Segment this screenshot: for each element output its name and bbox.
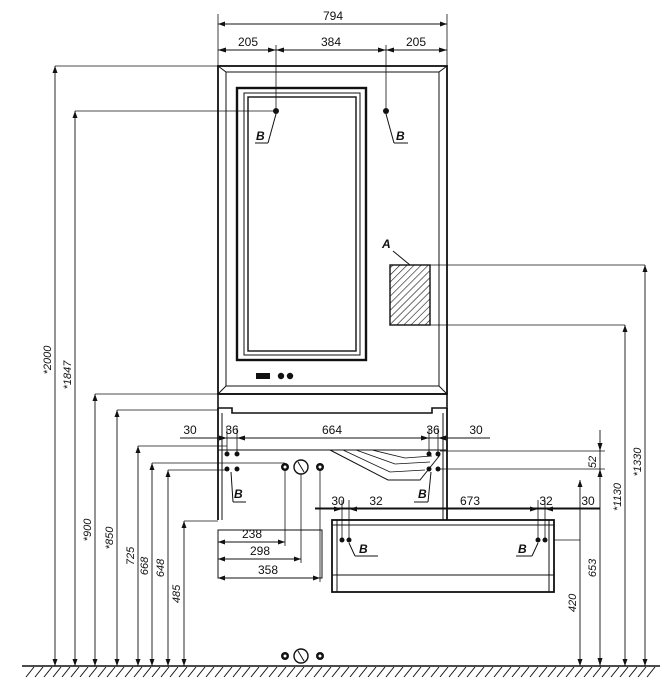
- dim-height-52: 52: [587, 456, 599, 468]
- label-b-drawer-right: B: [518, 542, 527, 556]
- dim-pipe-358: 358: [258, 563, 278, 577]
- pipe-dimension-lines: [218, 471, 321, 582]
- dim-drawer-left-spacing: 32: [369, 494, 383, 508]
- right-vertical-dimension-lines: [430, 264, 648, 666]
- floor: [22, 665, 660, 678]
- label-b-mirror-left: B: [256, 129, 265, 143]
- dim-cabinet-left-spacing: 36: [225, 423, 239, 437]
- mirror-mount-right: B: [383, 108, 408, 144]
- socket-area: A: [381, 237, 431, 326]
- label-b-cabinet-left: B: [234, 487, 243, 501]
- mirror-mount-left: B: [255, 108, 279, 144]
- mirror: [235, 86, 368, 362]
- drawer-mount-left: B: [339, 537, 378, 557]
- label-a: A: [381, 237, 391, 251]
- cabinet-mount-right: B: [414, 451, 441, 503]
- dim-pipe-238: 238: [242, 527, 262, 541]
- label-b-cabinet-right: B: [418, 487, 427, 501]
- dim-drawer-right-spacing: 32: [539, 494, 553, 508]
- floor-water-connections: [281, 648, 324, 664]
- dim-overall-width: 794: [323, 9, 343, 23]
- top-dimension-lines: [217, 14, 448, 108]
- dim-height-668: 668: [139, 556, 151, 575]
- dim-height-2000: *2000: [42, 345, 54, 375]
- water-connections: [281, 459, 324, 475]
- dim-middle-span: 384: [321, 35, 341, 49]
- dim-pipe-298: 298: [250, 544, 270, 558]
- drawer-unit: [315, 507, 600, 593]
- dim-cabinet-right-edge: 30: [469, 423, 483, 437]
- basin-outline: [329, 449, 441, 481]
- dim-height-850: *850: [104, 526, 116, 550]
- dim-height-648: 648: [155, 558, 167, 577]
- dim-cabinet-span: 664: [322, 423, 342, 437]
- vanity-cabinet: [217, 393, 448, 520]
- cabinet-dimension-lines: [180, 428, 490, 452]
- switch-panel: [256, 372, 294, 380]
- drawer-mount-right: B: [516, 537, 548, 557]
- dim-height-900: *900: [82, 518, 94, 542]
- mirror-cabinet: [217, 65, 448, 395]
- dim-height-653: 653: [587, 558, 599, 577]
- dim-drawer-left-edge: 30: [331, 494, 345, 508]
- dim-height-725: 725: [125, 546, 137, 565]
- dim-cabinet-right-spacing: 36: [426, 423, 440, 437]
- dim-right-offset: 205: [406, 35, 426, 49]
- dim-height-420: 420: [567, 593, 579, 612]
- cabinet-mount-left: B: [224, 451, 246, 503]
- dim-cabinet-left-edge: 30: [183, 423, 197, 437]
- dim-drawer-span: 673: [460, 494, 480, 508]
- dim-drawer-right-edge: 30: [581, 494, 595, 508]
- dim-height-1330: *1330: [632, 447, 644, 477]
- dim-height-1847: *1847: [62, 360, 74, 390]
- dim-height-1130: *1130: [612, 482, 624, 511]
- drawer-dimension-lines: [315, 500, 600, 540]
- left-vertical-dimension-lines: [52, 65, 285, 666]
- dim-height-485: 485: [171, 584, 183, 603]
- dim-left-offset: 205: [238, 35, 258, 49]
- label-b-mirror-right: B: [396, 129, 405, 143]
- label-b-drawer-left: B: [359, 542, 368, 556]
